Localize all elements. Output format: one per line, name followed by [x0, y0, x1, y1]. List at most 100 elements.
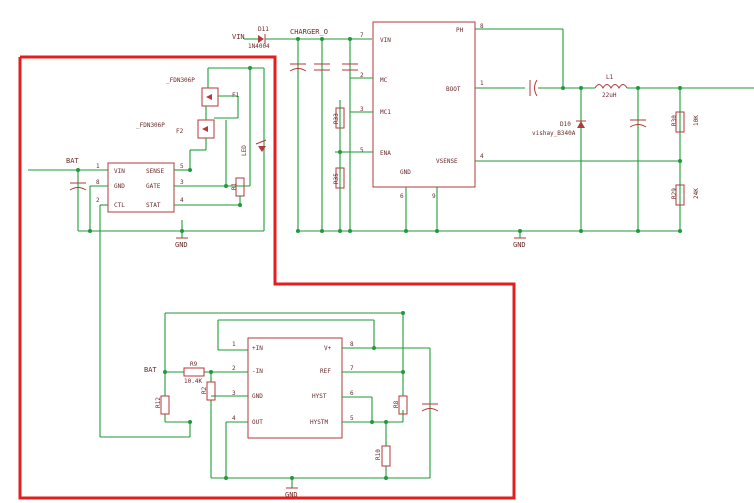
d10-label: D10	[560, 121, 571, 128]
charger-o-label: CHARGER_O	[290, 28, 328, 36]
comp-pin-num-8: 8	[350, 341, 354, 348]
charge-pin-sense: SENSE	[146, 168, 164, 175]
r29-label: R29	[671, 188, 678, 199]
buck-pin-vsense: VSENSE	[436, 158, 458, 165]
charge-pin-num-8: 8	[96, 179, 100, 186]
buck-pin-num-9: 9	[432, 193, 436, 200]
r35-label: R35	[333, 173, 340, 184]
d10-part-label: vishay_B340A	[532, 130, 576, 137]
buck-pin-num-2: 2	[360, 72, 364, 79]
comp-pin-plus-in: +IN	[252, 345, 263, 352]
r30-label: R30	[671, 115, 678, 126]
r1-label: R1	[231, 182, 238, 190]
bat-label-bottom: BAT	[144, 366, 157, 374]
charge-controller-section: BAT GND VIN GND CTL SENSE GATE STAT 1 8 …	[28, 66, 267, 437]
buck-pin-num-6: 6	[400, 193, 404, 200]
resistor-r12: R12	[155, 395, 170, 415]
resistor-r9: R9 10.4K	[183, 361, 205, 385]
bat-label-top: BAT	[66, 157, 79, 165]
buck-pin-num-1: 1	[480, 80, 484, 87]
capacitor-c2	[314, 63, 330, 71]
charge-pin-gnd: GND	[114, 183, 125, 190]
capacitor-bat	[69, 182, 87, 191]
resistor-r30: R30 10K	[671, 111, 700, 133]
l1-value: 22uH	[602, 92, 617, 99]
capacitor-c3	[342, 63, 358, 71]
charge-pin-num-2: 2	[96, 197, 100, 204]
vin-label: VIN	[232, 33, 245, 41]
gnd-label-2: GND	[513, 241, 526, 249]
comp-pin-num-5: 5	[350, 415, 354, 422]
buck-pin-vin: VIN	[380, 37, 391, 44]
buck-pin-boot: BOOT	[446, 86, 461, 93]
f2-label: F2	[176, 128, 184, 135]
gnd-label-3: GND	[285, 491, 298, 499]
buck-pin-num-7: 7	[360, 32, 364, 39]
comp-pin-vplus: V+	[324, 345, 332, 352]
buck-pin-mc: MC	[380, 77, 388, 84]
r10-label: R10	[375, 449, 382, 460]
comp-pin-num-2: 2	[232, 365, 236, 372]
charge-pin-num-1: 1	[96, 163, 100, 170]
buck-pin-num-5: 5	[360, 147, 364, 154]
comp-pin-ref: REF	[320, 368, 331, 375]
comp-pin-minus-in: -IN	[252, 368, 263, 375]
r8-label: R8	[393, 400, 400, 408]
buck-section: VIN D11 1N4004 CHARGER_O VIN MC MC1 ENA …	[232, 21, 754, 249]
comp-pin-num-4: 4	[232, 415, 236, 422]
resistor-r8: R8	[393, 395, 408, 415]
led-label: LED	[241, 145, 248, 156]
charge-ic[interactable]	[107, 162, 175, 213]
r30-value: 10K	[693, 115, 700, 126]
mosfet-f2: F2	[176, 119, 215, 139]
comp-pin-out: OUT	[252, 419, 263, 426]
comp-pin-num-3: 3	[232, 390, 236, 397]
charge-pin-num-5: 5	[180, 163, 184, 170]
resistor-r1: R1	[231, 177, 245, 197]
r33-label: R33	[333, 113, 340, 124]
gnd-label-1: GND	[175, 241, 188, 249]
fdn306p-label-1: _FDN306P	[166, 77, 195, 84]
comp-pin-num-7: 7	[350, 365, 354, 372]
resistor-r35: R35	[333, 167, 345, 189]
charge-pin-stat: STAT	[146, 202, 161, 209]
capacitor-comp	[421, 403, 439, 412]
selection-outline[interactable]	[18, 55, 516, 500]
resistor-r29: R29 24K	[671, 184, 700, 206]
comp-pin-gnd: GND	[252, 393, 263, 400]
r29-value: 24K	[693, 188, 700, 199]
capacitor-boot	[529, 79, 538, 97]
charge-pin-ctl: CTL	[114, 202, 125, 209]
charge-pin-num-4: 4	[180, 197, 184, 204]
buck-pin-gnd: GND	[400, 169, 411, 176]
buck-ic[interactable]	[372, 21, 476, 188]
resistor-r2: R2	[201, 381, 216, 401]
diode-d10: D10 vishay_B340A	[532, 120, 586, 137]
buck-pin-num-4: 4	[480, 153, 484, 160]
comp-pin-hyst: HYST	[312, 393, 327, 400]
comparator-ic[interactable]	[247, 337, 343, 439]
led-indicator: LED	[241, 139, 267, 156]
r9-value: 10.4K	[184, 378, 202, 385]
charge-pin-gate: GATE	[146, 183, 161, 190]
inductor-l1: L1 22uH	[594, 74, 628, 99]
buck-pin-ph: PH	[456, 27, 464, 34]
charge-pin-vin: VIN	[114, 168, 125, 175]
buck-pin-num-8: 8	[480, 23, 484, 30]
capacitor-c1	[289, 63, 307, 72]
d11-part-label: 1N4004	[248, 43, 270, 50]
r12-label: R12	[155, 397, 162, 408]
buck-pin-ena: ENA	[380, 150, 391, 157]
buck-pin-mc1: MC1	[380, 109, 391, 116]
fdn306p-label-2: _FDN306P	[136, 122, 165, 129]
comp-pin-hystm: HYSTM	[310, 419, 328, 426]
resistor-r10: R10	[375, 445, 391, 467]
capacitor-out	[629, 119, 647, 128]
comp-pin-num-6: 6	[350, 390, 354, 397]
r9-label: R9	[190, 361, 198, 368]
comp-pin-num-1: 1	[232, 341, 236, 348]
r2-label: R2	[201, 386, 208, 394]
mosfet-f1: F1	[201, 87, 240, 107]
